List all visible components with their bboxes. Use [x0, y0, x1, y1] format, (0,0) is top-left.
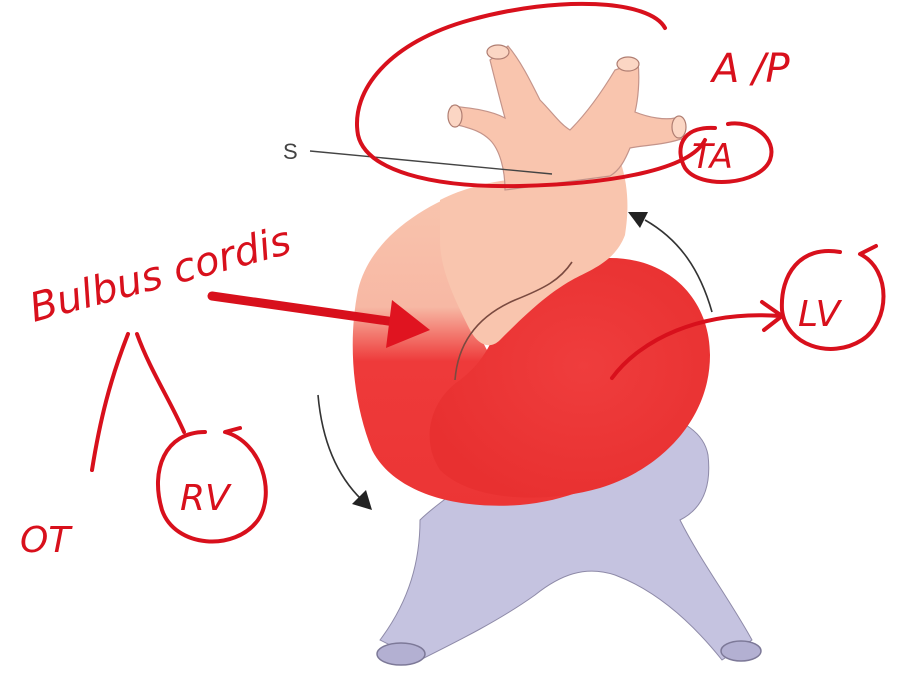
annotation-branch-rv — [137, 334, 184, 432]
annotation-a-p: A /P — [709, 46, 791, 92]
annotation-ta: TA — [692, 137, 733, 177]
annotation-branch-ot — [92, 334, 128, 470]
loop-arrow-left — [318, 395, 362, 500]
annotation-bulbus-cordis: Bulbus cordis — [25, 218, 296, 332]
annotation-lv: LV — [798, 294, 842, 335]
arch-opening-right — [672, 116, 686, 138]
atria-right-opening — [721, 641, 761, 661]
arch-opening-left — [448, 105, 462, 127]
annotation-ot: OT — [20, 520, 73, 561]
label-s: S — [283, 139, 298, 164]
arch-opening-top-right — [617, 57, 639, 71]
arch-opening-top-left — [487, 45, 509, 59]
annotation-rv: RV — [180, 478, 232, 519]
atria-left-opening — [377, 643, 425, 665]
